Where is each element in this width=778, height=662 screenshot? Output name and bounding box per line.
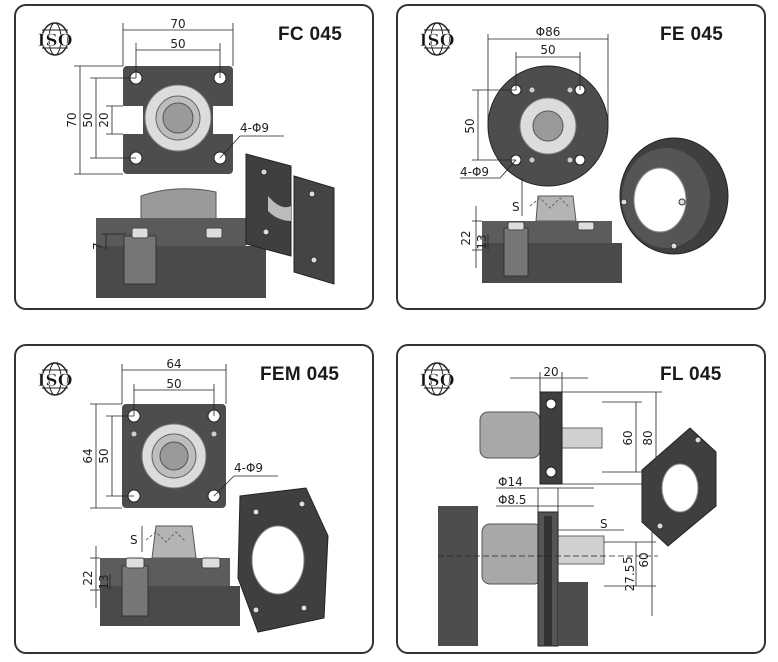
fc-drawing: 70 50 70 50 20 4-Φ9 7 — [65, 17, 335, 298]
panel-title: FC 045 — [278, 24, 343, 45]
panel-fl: ISO FL 045 20 60 80 — [396, 344, 766, 654]
dim-height-a: 60 — [621, 430, 635, 445]
dim-width-outer: 70 — [170, 17, 185, 31]
dim-width-inner: 50 — [170, 37, 185, 51]
panel-title: FEM 045 — [260, 364, 340, 385]
iso-logo-icon: ISO — [419, 22, 455, 56]
dim-dia-big: Φ14 — [498, 475, 523, 489]
iso-text: ISO — [419, 371, 454, 391]
dim-height-inner: 50 — [97, 448, 111, 463]
dim-stroke: S — [512, 200, 520, 214]
dim-dia-small: Φ8.5 — [498, 493, 527, 507]
dim-width-inner: 50 — [540, 43, 555, 57]
dim-holes: 4-Φ9 — [234, 461, 263, 475]
dim-stroke: S — [130, 533, 138, 547]
dim-height-d: 27.5 — [623, 565, 637, 592]
dim-holes: 4-Φ9 — [460, 165, 489, 179]
dim-diameter: Φ86 — [536, 25, 561, 39]
dim-depth: 7 — [91, 242, 105, 250]
dim-height-total: 22 — [81, 570, 95, 585]
iso-text: ISO — [37, 371, 72, 391]
dim-height: 50 — [463, 118, 477, 133]
dim-height-part: 13 — [97, 574, 111, 589]
dim-height-outer: 70 — [65, 112, 79, 127]
panel-title: FE 045 — [660, 24, 724, 45]
iso-text: ISO — [37, 31, 72, 51]
dim-height-inner: 20 — [97, 112, 111, 127]
dim-width-inner: 50 — [166, 377, 181, 391]
iso-text: ISO — [419, 31, 454, 51]
fem-drawing: 64 50 64 50 4-Φ9 S 22 13 — [81, 357, 329, 633]
iso-logo-icon: ISO — [419, 362, 455, 396]
dim-stroke: S — [600, 517, 608, 531]
dim-height-part: 13 — [475, 234, 489, 249]
panel-fe: ISO FE 045 Φ86 50 50 4-Φ9 S 22 13 — [396, 4, 766, 310]
dim-height-b: 80 — [641, 430, 655, 445]
dim-height-total: 22 — [459, 230, 473, 245]
dim-width: 20 — [543, 365, 558, 379]
fe-drawing: Φ86 50 50 4-Φ9 S 22 13 — [459, 25, 729, 283]
dim-height-e: 60 — [637, 552, 651, 567]
dim-height-c: 5 — [621, 556, 635, 564]
panel-fc: ISO FC 045 70 50 70 50 20 — [14, 4, 374, 310]
dim-width-outer: 64 — [166, 357, 181, 371]
panel-fem: ISO FEM 045 64 50 64 50 4-Φ9 — [14, 344, 374, 654]
fl-drawing: 20 60 80 Φ14 Φ8.5 S 5 27.5 60 — [438, 365, 717, 647]
dim-holes: 4-Φ9 — [240, 121, 269, 135]
iso-logo-icon: ISO — [37, 362, 73, 396]
iso-logo-icon: ISO — [37, 22, 73, 56]
panel-title: FL 045 — [660, 364, 722, 385]
dim-height-mid: 50 — [81, 112, 95, 127]
dim-height-outer: 64 — [81, 448, 95, 463]
